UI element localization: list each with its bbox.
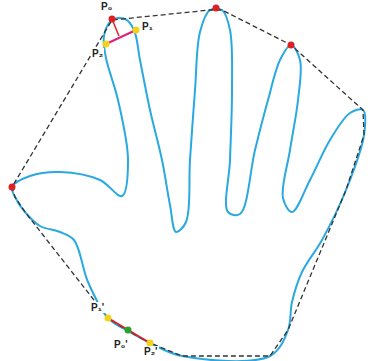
key-point	[109, 16, 116, 23]
hand-outline	[12, 8, 366, 361]
key-point	[125, 327, 132, 334]
key-point	[105, 315, 112, 322]
hull-vertex	[9, 184, 16, 191]
key-point	[133, 27, 140, 34]
key-point	[103, 41, 110, 48]
chord-line	[106, 30, 136, 44]
hull-vertex	[288, 42, 295, 49]
point-label: P₁	[141, 21, 154, 32]
point-label: P₀'	[113, 339, 129, 350]
point-label: P₁'	[90, 302, 105, 313]
point-label: P₂'	[143, 346, 159, 357]
point-label: P₂	[91, 48, 104, 59]
hull-vertex	[213, 5, 220, 12]
convex-hull	[12, 10, 364, 356]
point-label: P₀	[100, 1, 113, 12]
